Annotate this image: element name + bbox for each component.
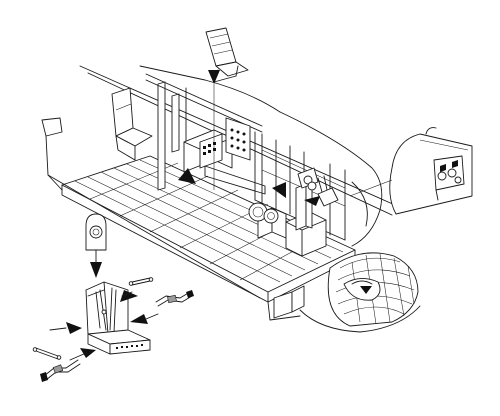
arrow-seat-strap — [130, 314, 148, 324]
arrow-seat-back — [66, 322, 82, 334]
radio-rack — [183, 129, 233, 173]
loose-parts — [32, 277, 194, 382]
seat-part — [85, 281, 151, 355]
nose-section — [267, 252, 421, 333]
pilot-seat-assembly — [248, 167, 339, 257]
headrest-part — [205, 27, 249, 190]
side-panel — [204, 117, 266, 195]
side-panel-part — [349, 127, 473, 215]
arrow-gauge — [90, 262, 102, 278]
arrow-rear-cabin — [178, 168, 196, 184]
arrow-seat-harness — [120, 290, 138, 302]
gauge-part — [85, 213, 107, 251]
arrow-seat-pan — [80, 348, 96, 358]
arrow-headrest — [208, 70, 220, 84]
bulkhead-posts — [145, 73, 263, 191]
arrow-yoke-2 — [304, 196, 320, 206]
arrow-yoke-1 — [272, 182, 286, 198]
rear-seat — [111, 87, 153, 161]
callout-arrows — [49, 70, 320, 361]
